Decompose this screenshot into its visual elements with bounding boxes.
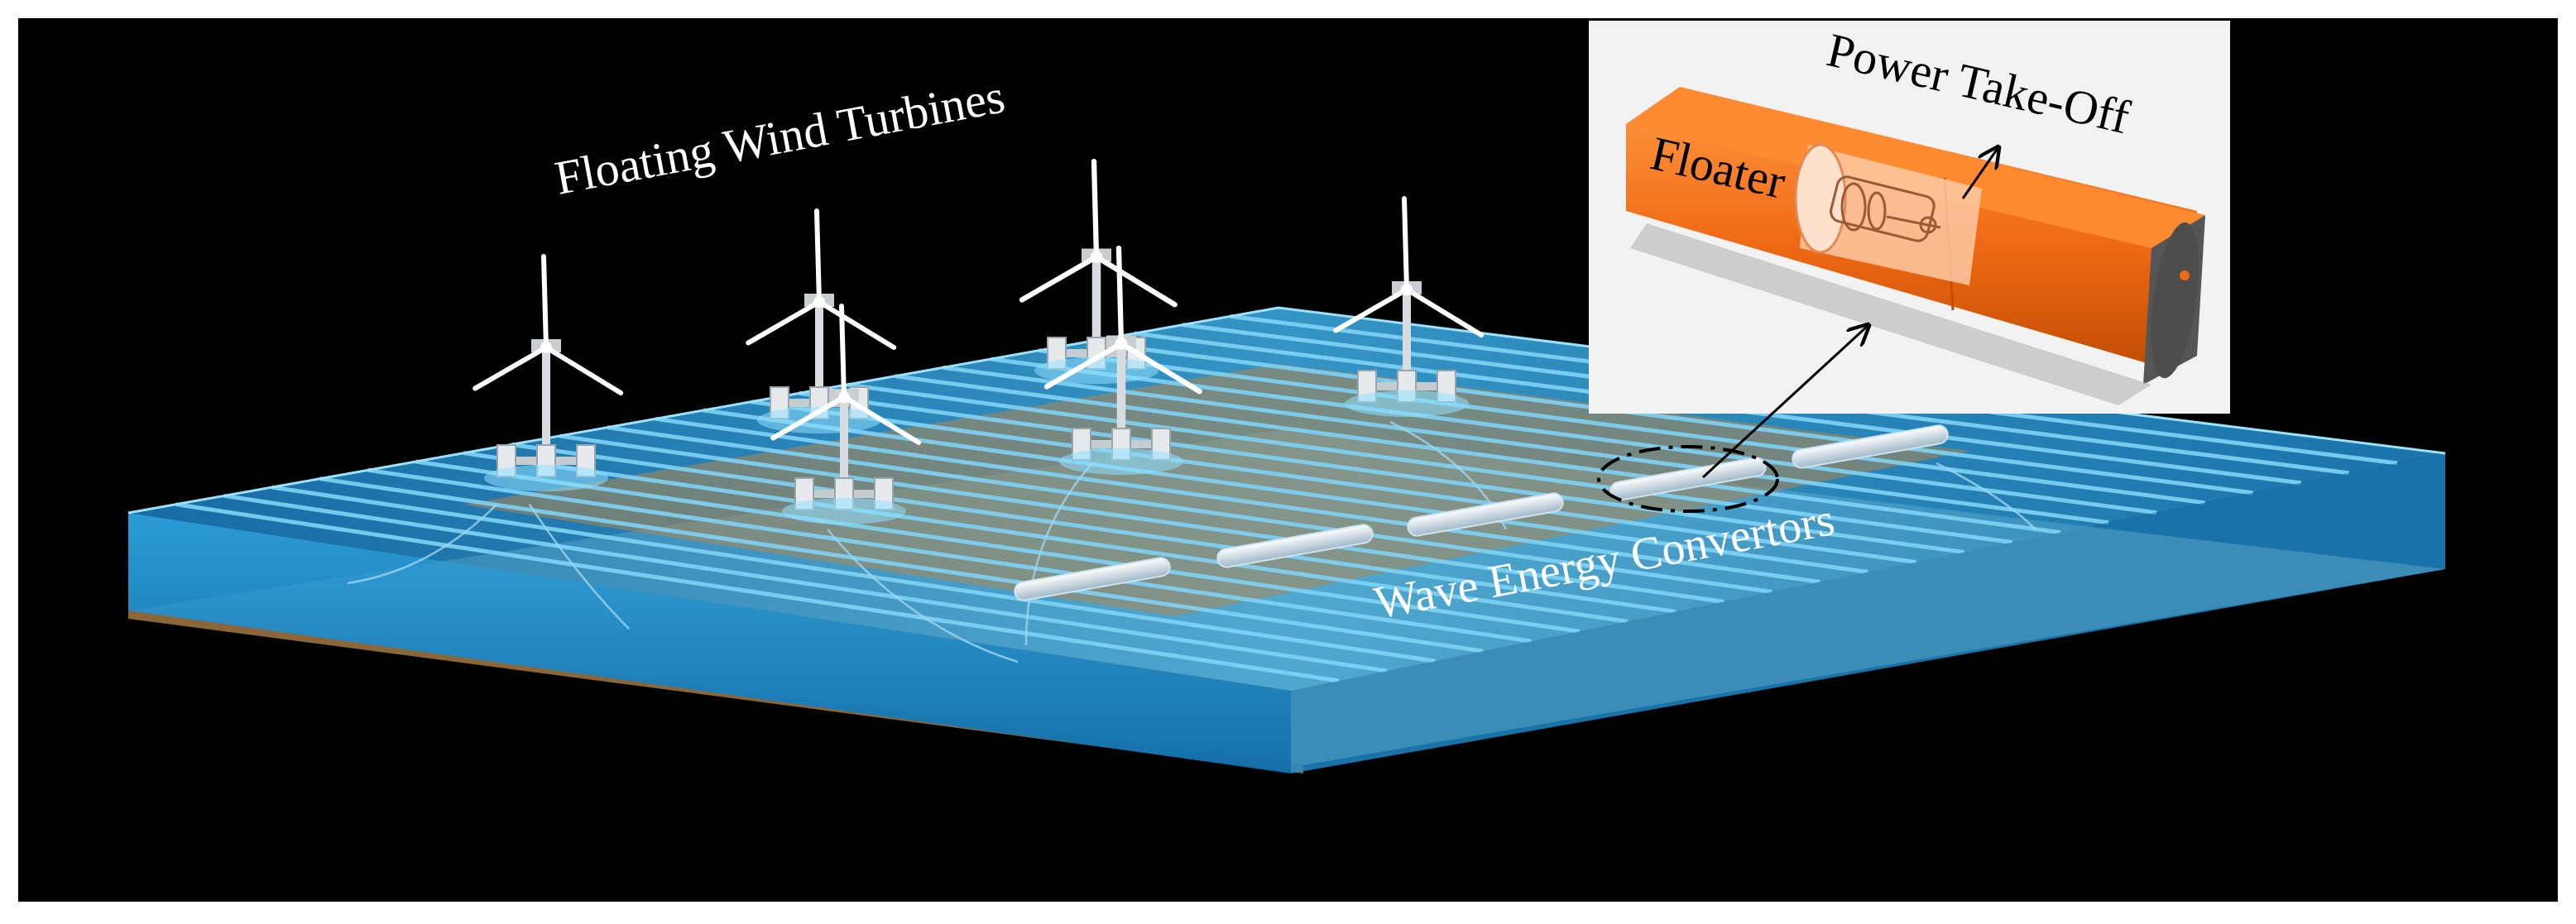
wind-turbine-icon: [1043, 245, 1202, 475]
wave-energy-convertor-icon: [1407, 492, 1564, 537]
wave-crest: [175, 502, 1340, 683]
seabed-through-water: [463, 364, 1969, 616]
water-front-side: [128, 513, 1291, 773]
zoom-arrow: [1701, 325, 1868, 479]
wave-crest: [703, 408, 1868, 574]
wave-crest: [751, 400, 1916, 565]
water-right-side: [1291, 453, 2445, 773]
wave-crest: [415, 459, 1581, 634]
wave-energy-convertor-row: [1014, 424, 1949, 601]
wave-crest: [511, 442, 1677, 614]
wind-turbine-icon: [770, 304, 922, 524]
wave-crest: [1087, 339, 2253, 496]
wave-crest: [943, 365, 2109, 525]
wave-energy-convertor-icon: [1792, 424, 1949, 469]
floating-wind-turbines: [473, 158, 1485, 524]
floater-inset: Floater Power Take-Off: [1589, 21, 2230, 414]
dash-dot-ellipse-icon: [1597, 445, 1779, 513]
wave-crest: [895, 374, 2061, 535]
wave-crest: [607, 425, 1772, 594]
arrow-to-pto: [1961, 147, 1998, 199]
wave-crest: [223, 493, 1388, 673]
wave-crest: [319, 476, 1484, 654]
wave-crest: [655, 416, 1820, 584]
wave-crest: [799, 390, 1965, 555]
power-take-off-icon: [1830, 175, 1941, 242]
wave-crest: [367, 467, 1532, 644]
wind-turbine-icon: [473, 254, 624, 491]
wave-crest: [559, 433, 1725, 604]
wave-energy-convertor-icon: [1609, 457, 1767, 501]
wave-energy-convertor-icon: [1216, 524, 1374, 568]
floater-icon: [1626, 87, 2205, 405]
wave-crest: [271, 485, 1436, 663]
wind-turbine-icon: [1333, 196, 1485, 417]
wave-energy-convertor-icon: [1014, 557, 1171, 601]
wave-crest: [847, 382, 2013, 545]
wave-crest: [1039, 348, 2205, 505]
